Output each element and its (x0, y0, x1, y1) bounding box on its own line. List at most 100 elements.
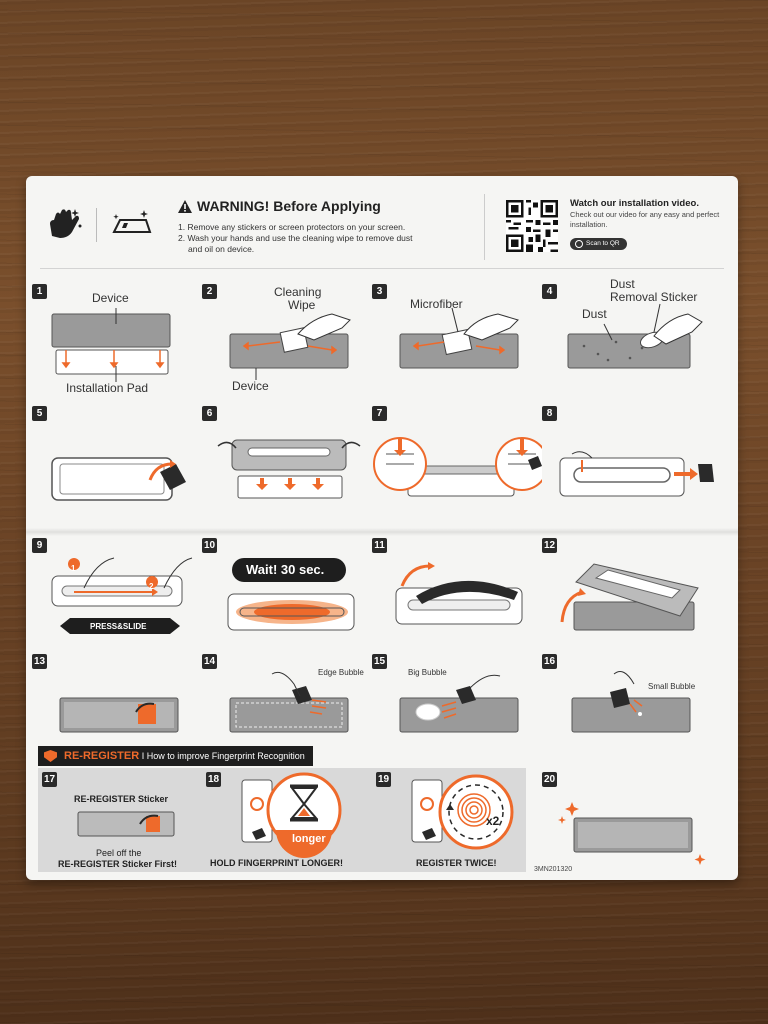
step-label: PRESS&SLIDE (90, 622, 147, 631)
open-pad-illustration (51, 457, 186, 501)
step-number: 6 (202, 406, 217, 421)
step-number: 12 (542, 538, 557, 553)
step-label: Wait! 30 sec. (246, 562, 325, 577)
step-16: 16 Small Bubble (542, 654, 712, 772)
step-number: 5 (32, 406, 47, 421)
step-label: Device (92, 291, 129, 305)
warning-title-text: WARNING! Before Applying (197, 198, 381, 214)
cleaning-wipe-illustration (229, 313, 351, 380)
step-marker: 2 (149, 582, 154, 591)
header-divider (96, 208, 97, 242)
microfiber-illustration (399, 307, 519, 369)
step-number: 9 (32, 538, 47, 553)
step-number: 19 (376, 772, 391, 787)
step-number: 7 (372, 406, 387, 421)
dust-removal-illustration (567, 303, 703, 369)
small-bubble-illustration (571, 671, 691, 733)
header-rule (40, 268, 724, 269)
step-label: longer (292, 833, 326, 845)
step-number: 4 (542, 284, 557, 299)
play-icon (575, 240, 583, 248)
step-label: Peel off the (96, 848, 142, 858)
shield-icon (44, 750, 57, 762)
step-label: Installation Pad (66, 381, 149, 395)
place-protector-illustration (217, 439, 361, 499)
step-15: 15 Big Bubble (372, 654, 542, 772)
step-label: RE-REGISTER Sticker First! (58, 859, 178, 869)
step-number: 11 (372, 538, 387, 553)
wait-illustration (227, 558, 355, 631)
step-number: 15 (372, 654, 387, 669)
step-label: REGISTER TWICE! (416, 858, 497, 868)
step-number: 10 (202, 538, 217, 553)
step-18: 18 longer HOLD FINGERPRINT LONGER! (206, 772, 376, 890)
step-10: 10 Wait! 30 sec. (202, 538, 372, 656)
re-register-banner: RE-REGISTER I How to improve Fingerprint… (38, 746, 313, 766)
warning-icon (178, 199, 192, 213)
step-label: RE-REGISTER Sticker (74, 794, 169, 804)
step-label: x2 (486, 814, 500, 828)
register-twice-illustration (411, 774, 514, 850)
step-label: Dust (582, 307, 607, 321)
warning-title: WARNING! Before Applying (178, 198, 381, 214)
step-label: Dust (610, 277, 635, 291)
finished-device-illustration (558, 802, 706, 865)
step-1: 1 Device Installation Pad (32, 284, 202, 402)
step-5: 5 (32, 406, 202, 524)
video-title: Watch our installation video. (570, 198, 699, 209)
re-register-sticker-illustration (77, 811, 175, 837)
paper-fold (26, 528, 738, 536)
video-description: Check out our video for any easy and per… (570, 210, 720, 229)
step-number: 8 (542, 406, 557, 421)
step-13: 13 (32, 654, 202, 772)
step-number: 14 (202, 654, 217, 669)
clean-screen-icon (112, 210, 152, 233)
qr-divider (484, 194, 485, 260)
step-number: 13 (32, 654, 47, 669)
edge-bubble-illustration (229, 671, 349, 733)
step-11: 11 (372, 538, 542, 656)
banner-keyword: RE-REGISTER (64, 750, 140, 762)
warning-item: and oil on device. (188, 244, 255, 254)
hand-wash-icon (50, 209, 82, 238)
lift-pad-illustration (560, 563, 699, 631)
step-label: HOLD FINGERPRINT LONGER! (210, 858, 343, 868)
step-label: Cleaning (274, 285, 322, 299)
step-number: 16 (542, 654, 557, 669)
step-6: 6 (202, 406, 372, 524)
step-4: 4 Dust Removal Sticker Dust (542, 278, 712, 402)
step-label: Small Bubble (648, 682, 696, 691)
warning-item: 2. Wash your hands and use the cleaning … (178, 233, 413, 243)
step-label: Wipe (288, 298, 316, 312)
peel-film-illustration (395, 562, 523, 625)
scan-qr-label: Scan to QR (586, 240, 620, 247)
banner-text: I How to improve Fingerprint Recognition (139, 751, 305, 761)
step-number: 2 (202, 284, 217, 299)
warning-list: 1. Remove any stickers or screen protect… (178, 222, 488, 255)
qr-code[interactable] (506, 200, 558, 252)
press-slide-illustration (51, 557, 193, 634)
device-on-pad-illustration (51, 308, 171, 382)
step-label: Device (232, 379, 269, 393)
step-12: 12 (542, 538, 712, 656)
step-3: 3 Microfiber (372, 284, 542, 402)
step-19: 19 x2 REGISTER TWICE! (376, 772, 546, 890)
step-marker: 1 (71, 564, 76, 573)
step-label: Removal Sticker (610, 290, 698, 304)
instruction-card: WARNING! Before Applying 1. Remove any s… (26, 176, 738, 880)
product-code: 3MN201320 (534, 866, 573, 873)
step-7: 7 (372, 406, 542, 524)
step-number: 17 (42, 772, 57, 787)
hold-longer-illustration (241, 772, 342, 858)
step-label: Edge Bubble (318, 668, 364, 677)
step-20: 20 (542, 772, 712, 890)
step-label: Microfiber (410, 297, 463, 311)
warning-item: 1. Remove any stickers or screen protect… (178, 222, 406, 232)
scan-qr-button[interactable]: Scan to QR (570, 238, 627, 250)
peel-top-film-illustration (59, 697, 179, 733)
remove-tab-illustration (559, 451, 714, 497)
step-8: 8 (542, 406, 714, 524)
step-label: Big Bubble (408, 668, 447, 677)
step-number: 18 (206, 772, 221, 787)
align-protector-illustration (373, 437, 542, 497)
